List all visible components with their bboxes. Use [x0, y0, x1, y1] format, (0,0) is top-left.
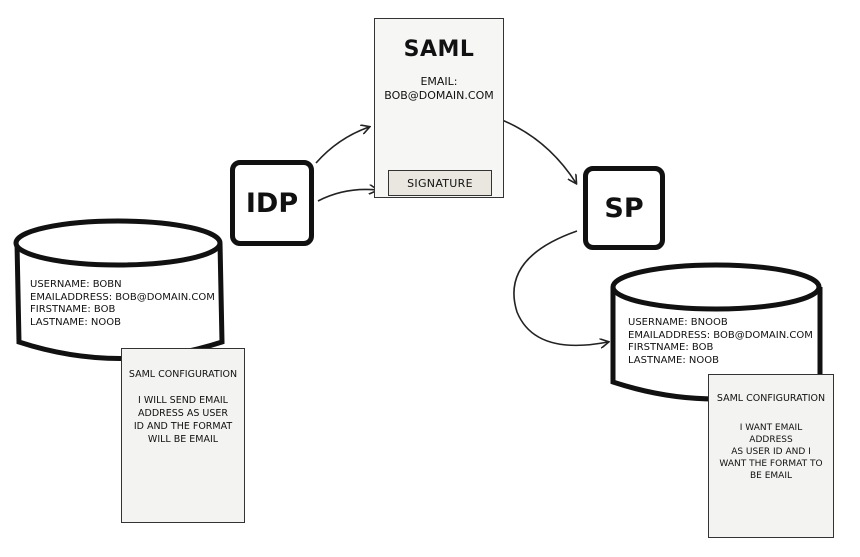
- sp-saml-configuration-note: SAML CONFIGURATION I WANT EMAIL ADDRESS …: [708, 374, 834, 538]
- record-line: FIRSTNAME: BOB: [30, 304, 116, 315]
- sp-user-record: USERNAME: BNOOB EMAILADDRESS: BOB@DOMAIN…: [628, 317, 813, 367]
- idp-box: IDP: [230, 160, 314, 246]
- record-line: EMAILADDRESS: BOB@DOMAIN.COM: [628, 329, 813, 341]
- saml-assertion-document: SAML EMAIL: BOB@DOMAIN.COM: [374, 18, 504, 198]
- idp-database: [13, 218, 225, 361]
- record-line: LASTNAME: NOOB: [628, 354, 719, 366]
- note-line: I WANT EMAIL ADDRESS: [739, 423, 803, 445]
- note-line: ADDRESS AS USER: [138, 408, 228, 419]
- note-line: WANT THE FORMAT TO: [719, 459, 823, 469]
- sp-box: SP: [583, 166, 665, 250]
- signature-label: SIGNATURE: [407, 176, 473, 190]
- idp-saml-configuration-note: SAML CONFIGURATION I WILL SEND EMAIL ADD…: [121, 348, 245, 523]
- record-line: FIRSTNAME: BOB: [628, 342, 714, 353]
- note-line: BE EMAIL: [750, 471, 792, 481]
- note-line: ID AND THE FORMAT: [133, 421, 233, 432]
- saml-email: EMAIL: BOB@DOMAIN.COM: [375, 75, 503, 103]
- arrow-idp-to-saml: [315, 127, 369, 164]
- note-title: SAML CONFIGURATION: [716, 393, 826, 404]
- signature-ribbon: SIGNATURE: [388, 170, 492, 196]
- note-title: SAML CONFIGURATION: [128, 369, 238, 380]
- saml-email-label: EMAIL:: [420, 75, 458, 88]
- idp-user-record: USERNAME: BOBN EMAILADDRESS: BOB@DOMAIN.…: [30, 279, 215, 329]
- record-line: USERNAME: BOBN: [30, 279, 122, 290]
- record-line: USERNAME: BNOOB: [628, 317, 728, 328]
- sp-database: [610, 262, 823, 402]
- arrow-idp-to-signature: [317, 189, 377, 202]
- note-line: I WILL SEND EMAIL: [138, 395, 228, 406]
- saml-title: SAML: [403, 37, 475, 62]
- note-line: AS USER ID AND I: [731, 447, 811, 457]
- note-body: I WANT EMAIL ADDRESS AS USER ID AND I WA…: [709, 422, 833, 482]
- note-body: I WILL SEND EMAIL ADDRESS AS USER ID AND…: [122, 394, 244, 446]
- record-line: EMAILADDRESS: BOB@DOMAIN.COM: [30, 291, 215, 303]
- idp-label: IDP: [245, 187, 299, 219]
- record-line: LASTNAME: NOOB: [30, 316, 121, 328]
- note-line: WILL BE EMAIL: [147, 434, 219, 445]
- sp-label: SP: [604, 192, 644, 224]
- saml-email-value: BOB@DOMAIN.COM: [384, 89, 494, 102]
- arrow-sp-to-database: [513, 230, 608, 345]
